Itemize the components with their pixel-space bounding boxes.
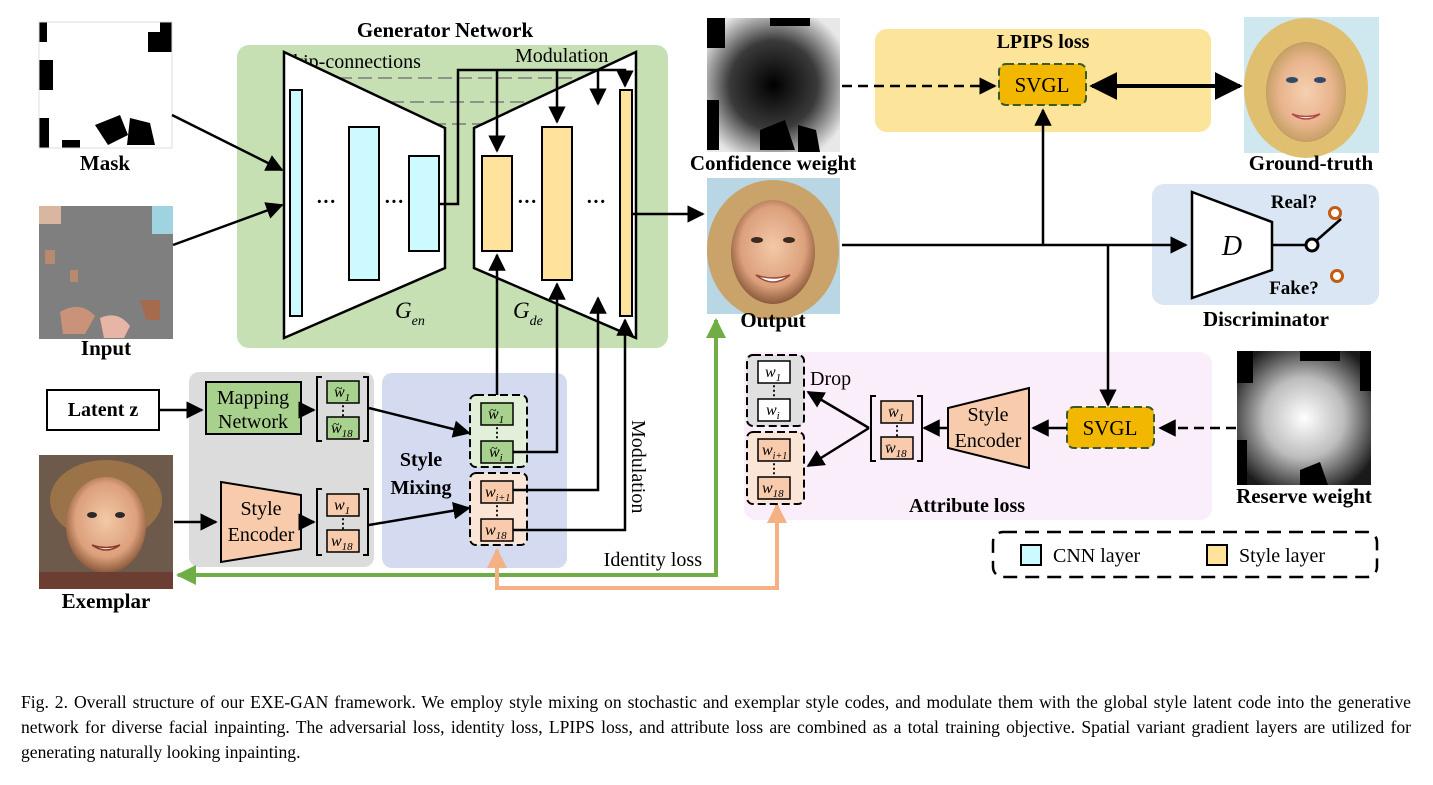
legend-cnn-label: CNN layer	[1053, 545, 1141, 567]
input-label: Input	[81, 336, 131, 360]
encoder-cnn-layer-3	[408, 155, 440, 252]
exemplar-style-encoder-label-2: Encoder	[228, 524, 295, 546]
exemplar-style-encoder	[220, 480, 302, 564]
latent-z-box	[46, 389, 160, 431]
svg-text:w1: w1	[765, 364, 781, 384]
encoder-ellipsis-1: ···	[316, 191, 336, 213]
attribute-loss-label: Attribute loss	[909, 495, 1025, 517]
svgl-top-box	[998, 63, 1087, 106]
attribute-loss-arrow	[487, 503, 787, 590]
modulation-side-label: Modulation	[627, 420, 649, 513]
legend: CNN layer Style layer	[991, 530, 1379, 579]
svg-text:-: -	[890, 401, 894, 415]
svg-text:⋮: ⋮	[337, 403, 350, 418]
discriminator-d-label: D	[1221, 231, 1242, 262]
svg-text:⋮: ⋮	[768, 383, 781, 398]
output-label: Output	[740, 308, 805, 332]
svg-text:-: -	[887, 437, 891, 451]
encoder-cnn-layer-1	[289, 89, 303, 317]
decoder-ellipsis-2: ···	[586, 191, 606, 213]
mixed-exemplar-codes: wi+1 ⋮ w18	[469, 472, 528, 546]
real-label: Real?	[1271, 192, 1317, 213]
style-mixing-label-2: Mixing	[390, 477, 451, 499]
svg-text:wi+1: wi+1	[762, 442, 787, 462]
encoder-ellipsis-2: ···	[384, 191, 404, 213]
real-terminal-icon	[1328, 206, 1342, 220]
modulation-top-label: Modulation	[515, 45, 608, 67]
svg-text:⋮: ⋮	[337, 516, 350, 531]
mapping-network-label-1: Mapping	[217, 387, 289, 409]
exemplar-style-encoder-label-1: Style	[240, 498, 281, 520]
attribute-style-encoder-label-2: Encoder	[955, 430, 1022, 452]
svg-text:~: ~	[333, 417, 340, 431]
latent-z-label: Latent z	[68, 399, 139, 421]
svgl-bottom-label: SVGL	[1083, 416, 1138, 440]
identity-loss-label: Identity loss	[604, 549, 703, 571]
decoder-style-layer-1	[481, 155, 513, 252]
svg-text:wi: wi	[766, 402, 780, 422]
decoder-ellipsis-1: ···	[517, 191, 537, 213]
drop-label: Drop	[810, 368, 851, 390]
decoder-style-layer-2	[541, 126, 573, 281]
attribute-codes: w1 - ⋮ w18 -	[870, 395, 923, 462]
svg-text:~: ~	[336, 381, 343, 395]
attribute-style-encoder	[947, 386, 1030, 470]
svg-text:~: ~	[490, 403, 497, 417]
mapping-network-label-2: Network	[218, 411, 288, 433]
svg-text:⋮: ⋮	[491, 425, 504, 440]
lpips-loss-title: LPIPS loss	[997, 31, 1090, 53]
kept-codes: wi+1 ⋮ w18	[746, 431, 805, 505]
mixed-stochastic-codes: w1 ~ ⋮ wi ~	[469, 394, 528, 468]
switch-lever	[1315, 218, 1342, 242]
svg-text:~: ~	[491, 441, 498, 455]
exe-gan-architecture-diagram: Generator Network Skip-connections Modul…	[38, 17, 1379, 613]
exemplar-image	[39, 455, 173, 589]
generator-internal-arrows	[439, 68, 634, 206]
discriminator-trapezoid	[1190, 190, 1274, 300]
ground-truth-label: Ground-truth	[1249, 151, 1374, 175]
fake-terminal-icon	[1330, 269, 1344, 283]
legend-cnn-swatch	[1020, 544, 1042, 566]
svgl-top-label: SVGL	[1015, 73, 1070, 97]
split-arrows	[806, 390, 870, 468]
encoder-cnn-layer-2	[348, 126, 380, 281]
confidence-weight-image	[707, 18, 840, 152]
legend-style-swatch	[1206, 544, 1228, 566]
exemplar-label: Exemplar	[62, 589, 151, 613]
svg-text:w18: w18	[885, 440, 907, 460]
svg-text:w1: w1	[888, 404, 904, 424]
legend-style-label: Style layer	[1239, 545, 1325, 567]
generator-network-title: Generator Network	[357, 18, 534, 42]
dropped-codes: w1 ⋮ wi	[746, 354, 805, 427]
discriminator-label: Discriminator	[1203, 307, 1329, 331]
input-image	[39, 206, 173, 339]
svg-text:⋮: ⋮	[891, 423, 904, 438]
svg-text:⋮: ⋮	[491, 503, 504, 518]
decoder-style-layer-3	[619, 89, 633, 317]
svg-text:w18: w18	[762, 480, 784, 500]
output-image	[707, 178, 840, 320]
reserve-weight-image	[1237, 351, 1371, 485]
style-mixing-label-1: Style	[400, 449, 442, 471]
figure-caption: Fig. 2. Overall structure of our EXE-GAN…	[21, 692, 1411, 762]
svg-text:⋮: ⋮	[768, 461, 781, 476]
identity-loss-arrow	[176, 318, 726, 585]
output-connections	[842, 108, 1188, 407]
mask-label: Mask	[80, 151, 130, 175]
confidence-weight-label: Confidence weight	[690, 151, 856, 175]
fake-label: Fake?	[1269, 278, 1319, 299]
switch-pivot-icon	[1304, 237, 1320, 253]
attribute-style-encoder-label-1: Style	[967, 404, 1008, 426]
ground-truth-image	[1244, 17, 1379, 158]
input-arrows	[171, 113, 705, 247]
mask-image	[38, 21, 173, 149]
reserve-weight-label: Reserve weight	[1236, 484, 1372, 508]
